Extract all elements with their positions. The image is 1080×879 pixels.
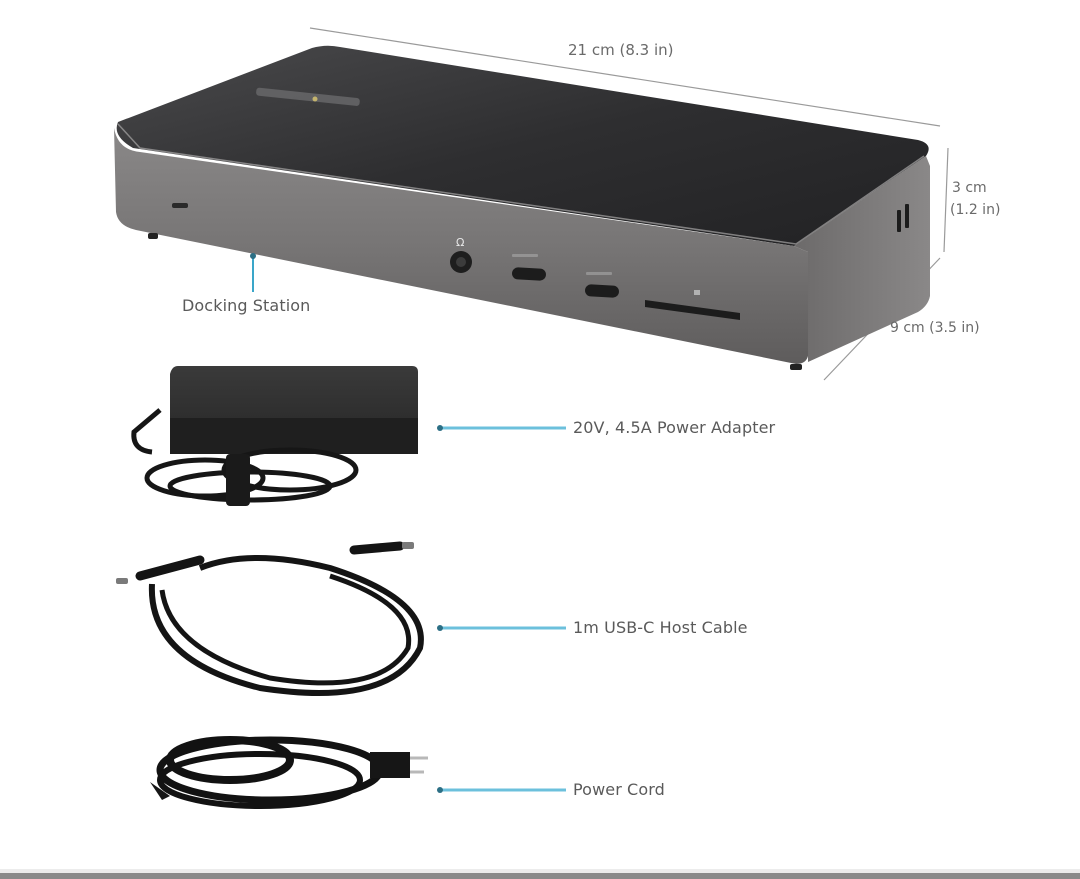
length-dimension-line [309, 27, 941, 127]
audio-jack-icon: Ω [450, 236, 472, 273]
svg-text:Ω: Ω [456, 236, 464, 249]
height-dimension-label-in: (1.2 in) [950, 202, 1001, 218]
length-dimension-label: 21 cm (8.3 in) [568, 41, 674, 59]
brand-logo [256, 87, 360, 106]
height-dimension-line [943, 147, 949, 253]
power-cord-label: Power Cord [573, 780, 665, 799]
usb-c-port-icon [512, 254, 546, 281]
power-adapter-label: 20V, 4.5A Power Adapter [573, 418, 776, 437]
sd-card-slot-icon [645, 290, 740, 320]
power-cord-pointer [437, 787, 566, 793]
bottom-divider [0, 873, 1080, 879]
usb-c-port-icon [585, 272, 619, 298]
docking-station-pointer [250, 253, 256, 292]
docking-station-image: Ω [114, 45, 930, 370]
usb-c-cable-image [116, 541, 424, 696]
usb-a-port-icon [897, 204, 909, 232]
bottom-divider-light [0, 869, 1080, 873]
power-adapter-pointer [437, 425, 566, 431]
usb-c-cable-label: 1m USB-C Host Cable [573, 618, 748, 637]
depth-dimension-label: 9 cm (3.5 in) [890, 320, 980, 336]
height-dimension-label-cm: 3 cm [952, 180, 987, 196]
usb-c-cable-pointer [437, 625, 566, 631]
docking-station-label: Docking Station [182, 296, 311, 315]
power-adapter-image [131, 366, 418, 506]
power-cord-image [150, 736, 428, 809]
security-slot-icon [172, 203, 188, 208]
